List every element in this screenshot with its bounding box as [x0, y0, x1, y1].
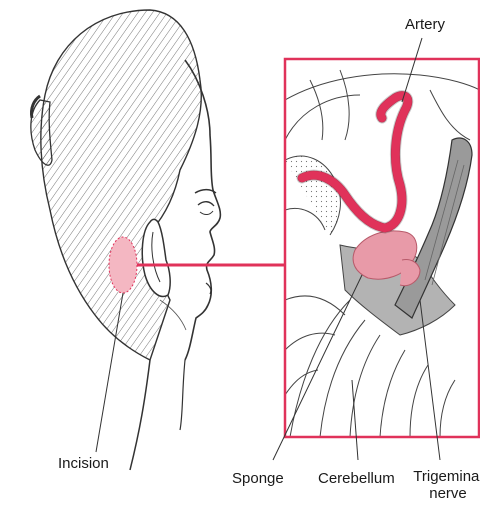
hair	[41, 10, 201, 360]
sponge-label: Sponge	[232, 470, 284, 487]
trigeminal-label-line1: Trigeminal	[413, 468, 480, 485]
neck	[130, 360, 150, 470]
ponytail	[31, 100, 52, 165]
cerebellum-label: Cerebellum	[318, 470, 395, 487]
trigeminal-label-line2: nerve	[413, 485, 480, 502]
incision-label: Incision	[58, 455, 109, 472]
trigeminal-label: Trigeminal nerve	[413, 468, 480, 502]
incision-marker	[109, 237, 137, 293]
inset-anatomy	[285, 59, 480, 437]
artery-label: Artery	[405, 16, 445, 33]
